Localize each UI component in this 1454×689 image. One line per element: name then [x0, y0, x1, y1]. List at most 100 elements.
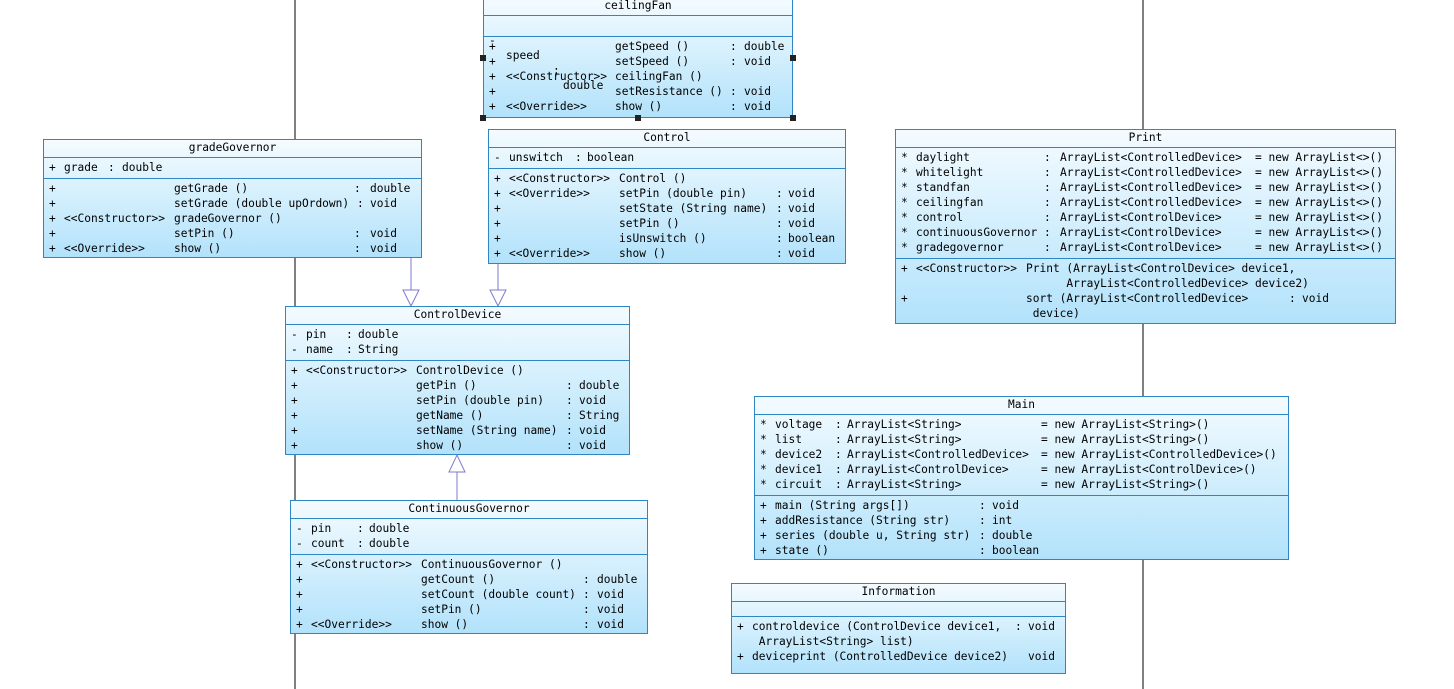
member-text: +	[291, 424, 298, 437]
class-name: ControlDevice	[286, 307, 629, 325]
class-control[interactable]: Control -unswitch:boolean +<<Constructor…	[488, 129, 846, 264]
member-text: :	[835, 478, 842, 491]
member-text: *	[901, 181, 908, 194]
selection-handle[interactable]	[480, 115, 486, 121]
member-text: +	[49, 161, 56, 174]
class-print[interactable]: Print *daylight:ArrayList<ControlledDevi…	[895, 129, 1396, 324]
member-text: whitelight	[916, 166, 984, 179]
member-text: +	[760, 499, 767, 512]
member-text: <<Constructor>>	[509, 172, 611, 185]
member-text: setPin ()	[174, 227, 235, 240]
member-text: :	[1044, 166, 1051, 179]
member-text: setSpeed ()	[615, 55, 690, 68]
method-row: +<<Constructor>>Print (ArrayList<Control…	[896, 261, 1395, 291]
member-text: +	[494, 187, 501, 200]
method-row: +main (String args[]):void	[755, 498, 1288, 513]
member-text: pin	[311, 522, 332, 535]
member-text: <<Override>>	[506, 100, 587, 113]
member-text: <<Override>>	[311, 618, 392, 631]
member-text: :	[1289, 292, 1296, 305]
member-text: :	[730, 55, 737, 68]
member-text: ArrayList<ControlledDevice>	[1060, 166, 1242, 179]
method-row: +series (double u, String str):double	[755, 528, 1288, 543]
method-row: +show ():void	[286, 438, 629, 453]
class-ceilingfan[interactable]: ceilingFan - speed : double +getSpeed ()…	[483, 0, 793, 118]
class-controldevice[interactable]: ControlDevice -pin:double -name:String +…	[285, 306, 630, 455]
member-text: :	[357, 537, 364, 550]
member-text: = new ArrayList<String>()	[1041, 418, 1210, 431]
attribute-row: *gradegovernor:ArrayList<ControlDevice>=…	[896, 240, 1395, 255]
member-text: -	[291, 343, 298, 356]
member-text: +	[760, 529, 767, 542]
member-text: +	[737, 650, 744, 663]
attribute-row: *device2:ArrayList<ControlledDevice>= ne…	[755, 447, 1288, 462]
selection-handle[interactable]	[790, 115, 796, 121]
member-text: +	[49, 182, 56, 195]
member-text: :	[357, 522, 364, 535]
member-text: +	[489, 55, 496, 68]
member-text: void	[788, 202, 815, 215]
member-text: +	[296, 558, 303, 571]
member-text: show ()	[174, 242, 222, 255]
method-row: +getGrade ():double	[44, 181, 421, 196]
member-text: setPin ()	[421, 603, 482, 616]
member-text: +	[296, 618, 303, 631]
class-information[interactable]: Information +controldevice (ControlDevic…	[731, 583, 1066, 674]
member-text: +	[494, 232, 501, 245]
selection-handle[interactable]	[635, 115, 641, 121]
member-text: void	[744, 85, 771, 98]
member-text: *	[760, 418, 767, 431]
member-text: getName ()	[416, 409, 484, 422]
member-text: void	[370, 227, 397, 240]
member-text: double	[369, 537, 410, 550]
member-text: void	[788, 247, 815, 260]
member-text: device1	[775, 463, 823, 476]
member-text: gradegovernor	[916, 241, 1004, 254]
member-text: :	[566, 394, 573, 407]
member-text: getCount ()	[421, 573, 496, 586]
method-row: +<<Constructor>>gradeGovernor ()	[44, 211, 421, 226]
attribute-row: -count:double	[291, 536, 647, 551]
member-text: addResistance (String str)	[775, 514, 951, 527]
member-text: ControlDevice ()	[416, 364, 524, 377]
member-text: double	[370, 182, 411, 195]
member-text: = new ArrayList<String>()	[1041, 433, 1210, 446]
member-text: :	[1015, 620, 1022, 633]
member-text: isUnswitch ()	[619, 232, 707, 245]
member-text: *	[760, 433, 767, 446]
selection-handle[interactable]	[480, 55, 486, 61]
member-text: +	[494, 202, 501, 215]
member-text: void	[579, 424, 606, 437]
member-text: gradeGovernor ()	[174, 212, 282, 225]
member-text: +	[489, 100, 496, 113]
method-row: +setState (String name):void	[489, 201, 845, 216]
class-gradegovernor[interactable]: gradeGovernor +grade:double +getGrade ()…	[43, 139, 422, 258]
member-text: void	[992, 499, 1019, 512]
member-text: setPin ()	[619, 217, 680, 230]
member-text: Print (ArrayList<ControlDevice> device1,…	[1026, 262, 1309, 290]
member-text: void	[1302, 292, 1329, 305]
member-text: +	[49, 212, 56, 225]
member-text: ArrayList<ControlledDevice>	[1060, 181, 1242, 194]
member-text: :	[583, 603, 590, 616]
member-text: setName (String name)	[416, 424, 558, 437]
member-text: speed	[506, 49, 540, 62]
method-row: +state ():boolean	[755, 543, 1288, 558]
class-main[interactable]: Main *voltage:ArrayList<String>= new Arr…	[754, 396, 1289, 560]
member-text: :	[1044, 181, 1051, 194]
class-continuousgovernor[interactable]: ContinuousGovernor -pin:double -count:do…	[290, 500, 648, 634]
member-text: <<Override>>	[509, 247, 590, 260]
member-text: +	[760, 544, 767, 557]
member-text: String	[579, 409, 620, 422]
member-text: void	[597, 618, 624, 631]
attribute-row: *ceilingfan:ArrayList<ControlledDevice>=…	[896, 195, 1395, 210]
method-row: +getCount ():double	[291, 572, 647, 587]
method-row: +setName (String name):void	[286, 423, 629, 438]
member-text: :	[354, 182, 361, 195]
selection-handle[interactable]	[790, 55, 796, 61]
member-text: +	[489, 85, 496, 98]
method-row: +getSpeed ():double	[484, 39, 792, 54]
member-text: getSpeed ()	[615, 40, 690, 53]
member-text: = new ArrayList<ControlDevice>()	[1041, 463, 1257, 476]
member-text: = new ArrayList<>()	[1255, 181, 1383, 194]
